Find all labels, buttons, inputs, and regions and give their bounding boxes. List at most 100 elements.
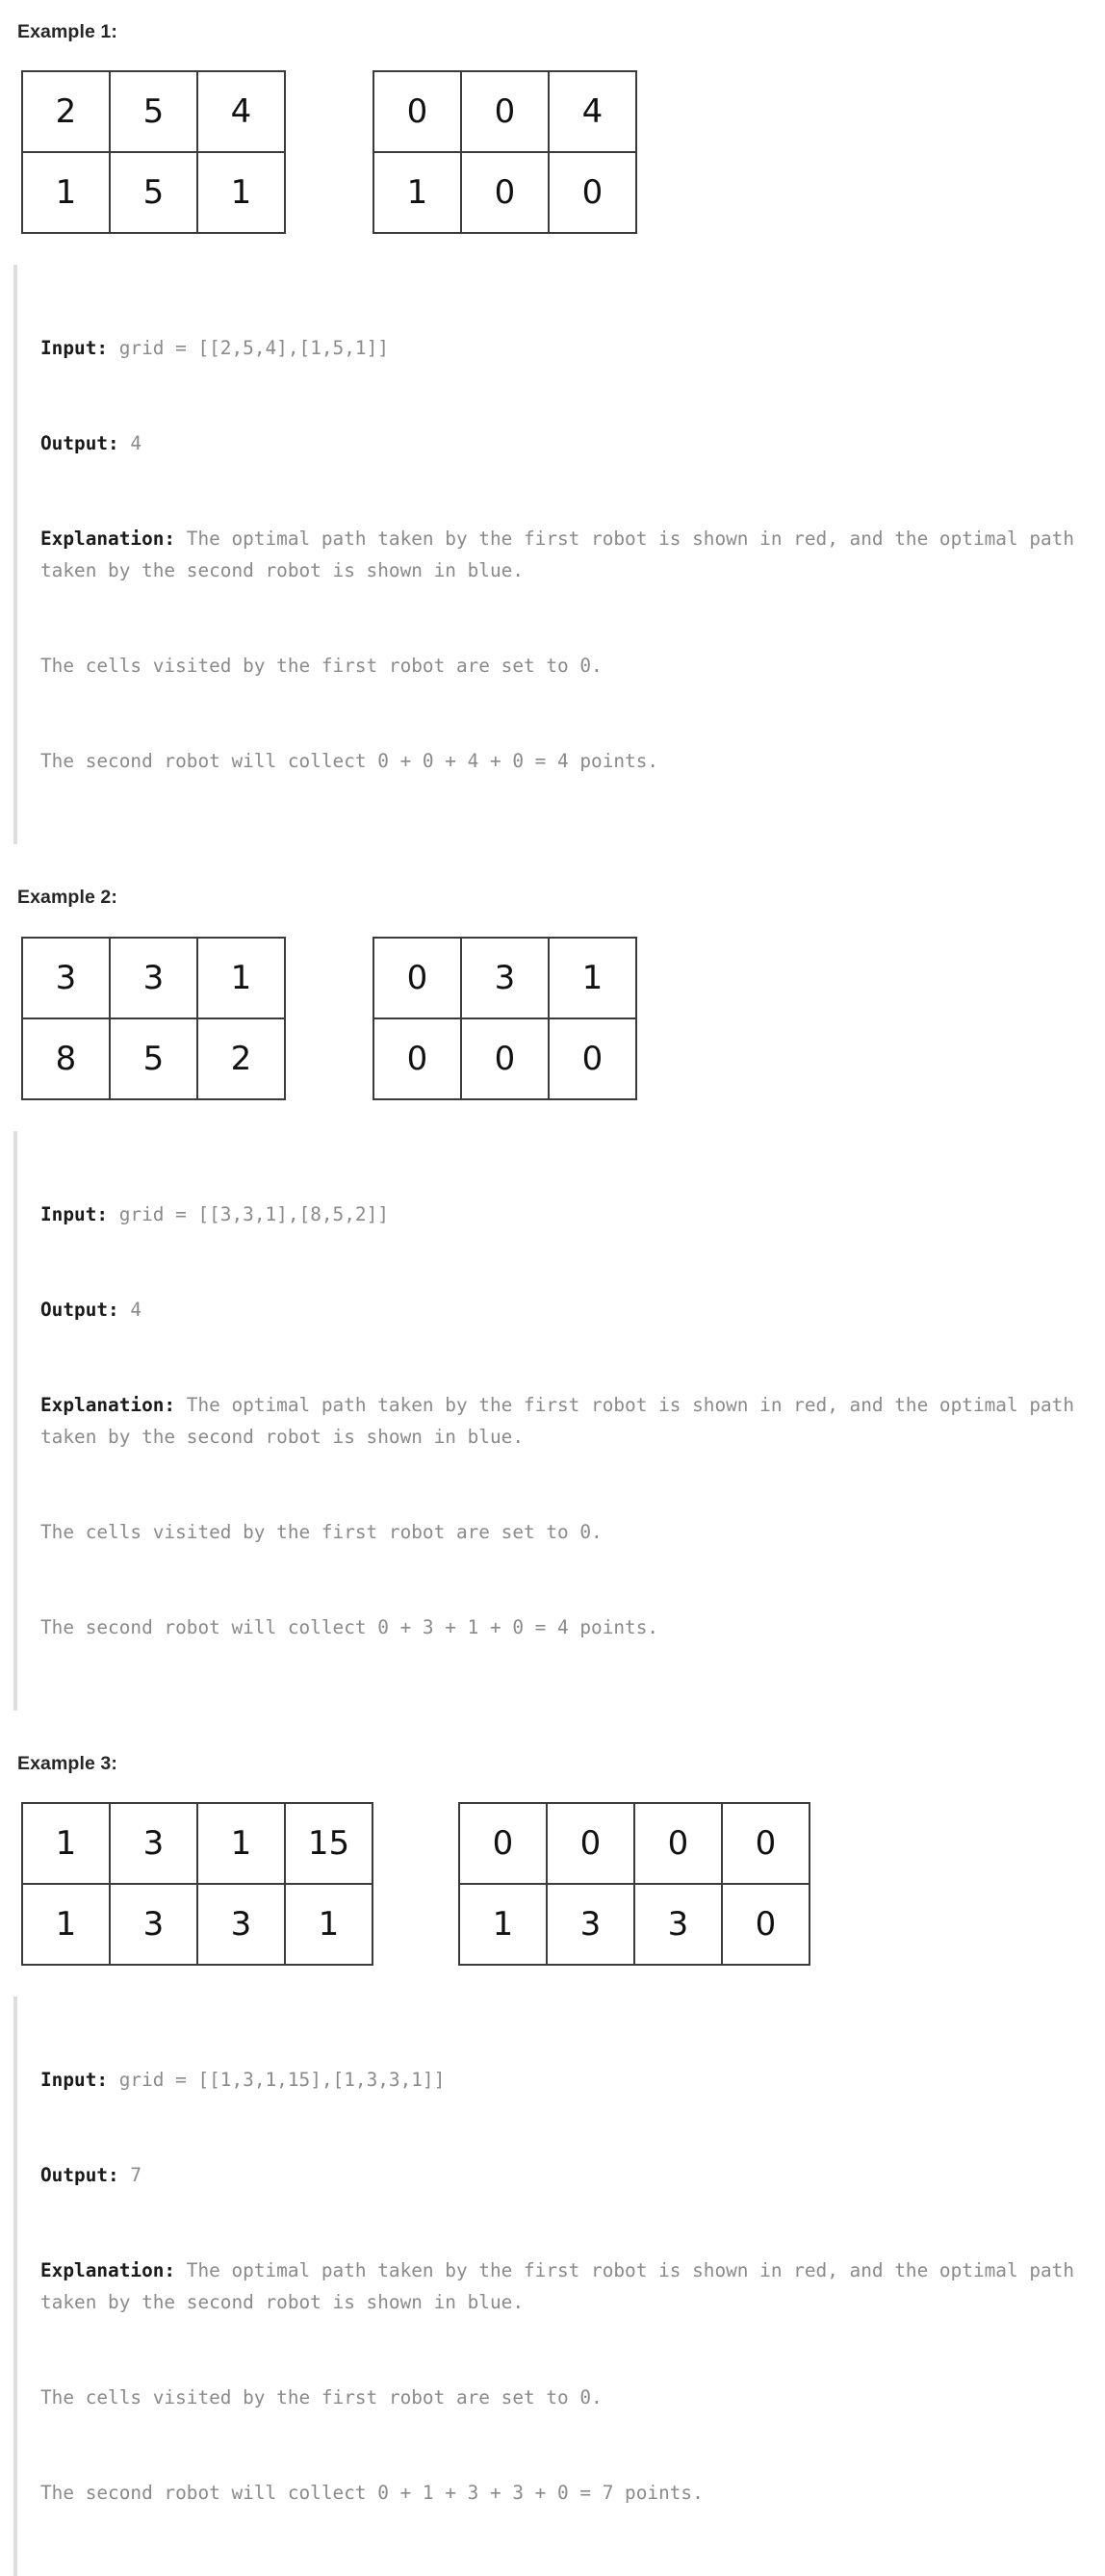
grid-cell: 0	[458, 1802, 548, 1886]
red-grid: 1 3 1 15 1 3 3 1	[21, 1802, 373, 1967]
grid-cell: 1	[196, 936, 286, 1019]
input-value: grid = [[3,3,1],[8,5,2]]	[118, 1202, 389, 1225]
input-label: Input:	[40, 337, 119, 360]
grid-cell: 3	[109, 1802, 198, 1886]
example-heading: Example 2:	[17, 887, 117, 909]
output-value: 4	[130, 1298, 142, 1321]
code-line-output: Output: 4	[40, 427, 1105, 459]
red-grid: 2 5 4 1 5 1	[21, 70, 286, 235]
table-row: 1 3 1 15	[21, 1802, 373, 1886]
blue-grid: 0 3 1 0 0 0	[373, 936, 637, 1100]
grid-cell: 4	[548, 70, 637, 154]
table-row: 0 3 1	[373, 936, 637, 1019]
explanation-value: The optimal path taken by the first robo…	[40, 528, 1086, 582]
blue-grid: 0 0 0 0 1 3 3 0	[458, 1802, 810, 1967]
grid-cell: 0	[460, 151, 550, 235]
code-line-input: Input: grid = [[1,3,1,15],[1,3,3,1]]	[40, 2064, 1105, 2096]
example-block-2: Example 2: 3 3 1 8 5 2	[0, 887, 1105, 1711]
grid-cell: 1	[458, 1883, 548, 1967]
blue-grid: 0 0 4 1 0 0	[373, 70, 637, 235]
output-label: Output:	[40, 2164, 131, 2187]
table-row: 3 3 1	[21, 936, 286, 1019]
table-row: 8 5 2	[21, 1017, 286, 1100]
grid-cell: 3	[21, 936, 111, 1019]
grid-cell: 5	[109, 70, 198, 154]
input-value: grid = [[1,3,1,15],[1,3,3,1]]	[118, 2069, 446, 2092]
input-label: Input:	[40, 1202, 119, 1225]
code-line-explanation: Explanation: The optimal path taken by t…	[40, 1389, 1105, 1453]
explanation-value: The optimal path taken by the first robo…	[40, 1393, 1086, 1448]
table-row: 1 5 1	[21, 151, 286, 235]
example-code-block: Input: grid = [[2,5,4],[1,5,1]] Output: …	[13, 265, 1105, 845]
grid-cell: 3	[196, 1883, 286, 1967]
grid-cell: 3	[109, 1883, 198, 1967]
explanation-label: Explanation:	[40, 2259, 187, 2282]
spacer	[0, 1775, 1105, 1802]
grid-cell: 4	[196, 70, 286, 154]
code-line-note-2: The second robot will collect 0 + 3 + 1 …	[40, 1615, 659, 1638]
grid-cell: 2	[196, 1017, 286, 1100]
grid-cell: 5	[109, 1017, 198, 1100]
output-label: Output:	[40, 1298, 131, 1321]
grid-cell: 3	[109, 936, 198, 1019]
table-row: 0 0 4	[373, 70, 637, 154]
grid-cell: 1	[196, 151, 286, 235]
code-line-note-2: The second robot will collect 0 + 0 + 4 …	[40, 750, 659, 773]
code-line-explanation: Explanation: The optimal path taken by t…	[40, 523, 1105, 586]
table-row: 0 0 0	[373, 1017, 637, 1100]
spacer	[0, 1966, 1105, 1996]
grid-cell: 0	[633, 1802, 723, 1886]
table-row: 1 3 3 0	[458, 1883, 810, 1967]
spacer	[0, 43, 1105, 70]
code-line-note-1: The cells visited by the first robot are…	[40, 1520, 603, 1543]
output-label: Output:	[40, 432, 131, 455]
spacer	[0, 234, 1105, 265]
grid-cell: 1	[21, 151, 111, 235]
grid-cell: 0	[373, 1017, 462, 1100]
grid-cell: 3	[633, 1883, 723, 1967]
example-block-1: Example 1: 2 5 4 1 5 1	[0, 21, 1105, 845]
explanation-value: The optimal path taken by the first robo…	[40, 2259, 1086, 2314]
example-grids-row: 2 5 4 1 5 1 0 0 4	[21, 70, 1105, 235]
code-line-input: Input: grid = [[3,3,1],[8,5,2]]	[40, 1198, 1105, 1230]
grid-cell: 8	[21, 1017, 111, 1100]
table-row: 2 5 4	[21, 70, 286, 154]
grid-cell: 0	[548, 1017, 637, 1100]
table-row: 1 3 3 1	[21, 1883, 373, 1967]
code-line-input: Input: grid = [[2,5,4],[1,5,1]]	[40, 332, 1105, 364]
grid-cell: 1	[21, 1883, 111, 1967]
grid-cell: 1	[284, 1883, 373, 1967]
grid-cell: 1	[196, 1802, 286, 1886]
red-grid: 3 3 1 8 5 2	[21, 936, 286, 1100]
grid-cell: 1	[373, 151, 462, 235]
grid-cell: 0	[460, 70, 550, 154]
code-line-note-2: The second robot will collect 0 + 1 + 3 …	[40, 2482, 704, 2505]
grid-cell: 1	[21, 1802, 111, 1886]
spacer	[0, 1100, 1105, 1131]
spacer	[0, 844, 1105, 887]
example-heading: Example 1:	[17, 21, 117, 42]
grid-cell: 3	[546, 1883, 635, 1967]
grid-cell: 2	[21, 70, 111, 154]
code-line-output: Output: 7	[40, 2159, 1105, 2191]
example-code-block: Input: grid = [[1,3,1,15],[1,3,3,1]] Out…	[13, 1996, 1105, 2576]
code-line-explanation: Explanation: The optimal path taken by t…	[40, 2254, 1105, 2318]
code-line-output: Output: 4	[40, 1294, 1105, 1326]
grid-cell: 0	[721, 1802, 810, 1886]
code-line-note-1: The cells visited by the first robot are…	[40, 655, 603, 678]
grid-cell: 0	[373, 70, 462, 154]
grid-cell: 1	[548, 936, 637, 1019]
table-row: 1 0 0	[373, 151, 637, 235]
grid-cell: 5	[109, 151, 198, 235]
grid-cell: 0	[373, 936, 462, 1019]
grid-cell: 0	[548, 151, 637, 235]
example-grids-row: 3 3 1 8 5 2 0 3 1	[21, 936, 1105, 1100]
input-label: Input:	[40, 2069, 119, 2092]
output-value: 7	[130, 2164, 142, 2187]
example-code-block: Input: grid = [[3,3,1],[8,5,2]] Output: …	[13, 1130, 1105, 1711]
code-line-note-1: The cells visited by the first robot are…	[40, 2386, 603, 2409]
spacer	[0, 1711, 1105, 1753]
grid-cell: 0	[460, 1017, 550, 1100]
grid-cell: 0	[721, 1883, 810, 1967]
